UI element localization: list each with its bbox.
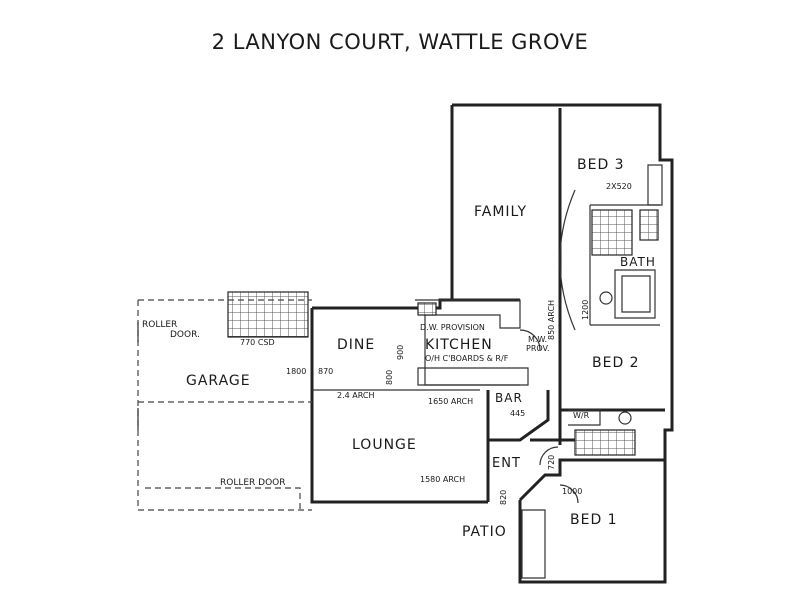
note-dim-1800: 1800: [286, 367, 307, 376]
bar-wall: [486, 390, 550, 442]
room-dine: DINE: [337, 337, 376, 353]
room-ent: ENT: [492, 456, 521, 471]
room-lounge: LOUNGE: [352, 437, 417, 453]
outer-wall: [452, 103, 674, 584]
bath-tiles: [591, 209, 633, 256]
note-770-csd: 770 CSD: [240, 338, 275, 347]
note-dim-1000: 1000: [562, 487, 583, 496]
room-patio: PATIO: [462, 524, 507, 540]
note-dim-1200: 1200: [581, 299, 590, 320]
note-wr: W/R: [573, 411, 590, 420]
sink-tiles: [417, 302, 437, 316]
plan-title: 2 LANYON COURT, WATTLE GROVE: [211, 30, 589, 54]
ensuite-basin: [618, 411, 632, 425]
door-swing-bed1: [559, 484, 579, 504]
bed1-robe: [521, 509, 546, 579]
bed1-walls: [518, 458, 665, 502]
note-arch-1580: 1580 ARCH: [420, 475, 466, 484]
note-dim-800: 800: [385, 369, 394, 385]
note-roller-top: ROLLER: [142, 320, 178, 330]
note-dim-2x520: 2X520: [606, 182, 632, 191]
room-garage: GARAGE: [186, 373, 251, 389]
note-oh-cboards: O/H C'BOARDS & R/F: [425, 354, 509, 363]
ensuite-tiles: [574, 429, 636, 456]
kitchen-island: [417, 367, 529, 386]
note-dim-870: 870: [318, 367, 334, 376]
bath-tub: [614, 269, 656, 319]
room-bath: BATH: [620, 255, 656, 269]
note-arch-24: 2.4 ARCH: [337, 391, 375, 400]
garage-roller-bottom: [145, 487, 301, 510]
note-dw-provision: D.W. PROVISION: [420, 323, 485, 332]
dine-top-wall: [312, 298, 520, 310]
lounge-outer-wall: [310, 308, 488, 504]
garage-outline: [137, 299, 312, 511]
note-dim-820: 820: [499, 489, 508, 505]
laundry-tiles: [227, 291, 309, 338]
note-roller-bottom: ROLLER DOOR: [220, 478, 286, 488]
room-kitchen: KITCHEN: [425, 337, 493, 353]
note-dim-900: 900: [396, 344, 405, 360]
note-roller-top-2: DOOR.: [170, 330, 200, 340]
note-dim-720: 720: [547, 454, 556, 470]
kitchen-bench: [415, 299, 521, 386]
basin: [599, 291, 613, 305]
bed3-robe: [647, 164, 663, 206]
door-swing: [519, 329, 541, 351]
note-dim-445: 445: [510, 409, 526, 418]
bed3-bottom-arc: [559, 189, 576, 331]
room-family: FAMILY: [474, 204, 528, 220]
note-arch-1650: 1650 ARCH: [428, 397, 474, 406]
note-arch-850: 850 ARCH: [547, 299, 556, 340]
entry-wall: [486, 438, 575, 502]
shower-tiles: [639, 209, 659, 241]
note-mw: M.W.: [528, 335, 547, 344]
room-bed2: BED 2: [592, 355, 640, 371]
room-bed3: BED 3: [577, 157, 625, 173]
room-bar: BAR: [495, 391, 523, 405]
bed2-robe: [568, 409, 601, 426]
note-mw-prov: PROV.: [526, 344, 550, 353]
door-swing-entry: [539, 446, 559, 466]
room-bed1: BED 1: [570, 512, 618, 528]
